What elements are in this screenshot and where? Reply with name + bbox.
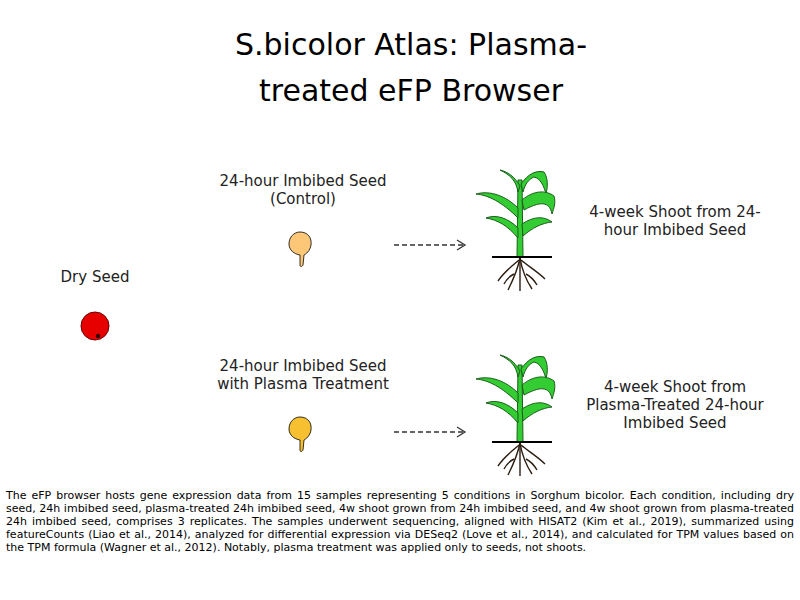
stage-label: 4-week Shoot from 24-hour Imbibed Seed — [575, 203, 775, 239]
stage-node: Dry Seed — [40, 266, 150, 346]
dashed-arrow — [394, 427, 465, 437]
stage-label: 24-hour Imbibed Seed with Plasma Treatme… — [212, 357, 394, 393]
stage-label: 4-week Shoot from Plasma-Treated 24-hour… — [575, 378, 775, 432]
caption-text: The eFP browser hosts gene expression da… — [6, 489, 794, 554]
plasma-seed — [289, 417, 311, 452]
stage-label: Dry Seed — [40, 268, 150, 286]
diagram-title: S.bicolor Atlas: Plasma-treated eFP Brow… — [188, 22, 634, 114]
shoot-plant — [476, 355, 555, 476]
stage-node: 4-week Shoot from Plasma-Treated 24-hour… — [465, 350, 775, 480]
imbibed-seed — [289, 232, 311, 267]
arrow-head — [457, 240, 465, 250]
arrow-head — [457, 427, 465, 437]
stage-node: 4-week Shoot from 24-hour Imbibed Seed — [465, 165, 775, 295]
dashed-arrow — [394, 240, 465, 250]
dry-seed — [81, 312, 109, 340]
arrow-line — [394, 244, 465, 245]
stage-node: 24-hour Imbibed Seed with Plasma Treatme… — [212, 357, 394, 457]
arrow-line — [394, 431, 465, 432]
shoot-plant — [476, 170, 555, 291]
stage-label: 24-hour Imbibed Seed (Control) — [212, 172, 394, 208]
stage-node: 24-hour Imbibed Seed (Control) — [212, 172, 394, 272]
